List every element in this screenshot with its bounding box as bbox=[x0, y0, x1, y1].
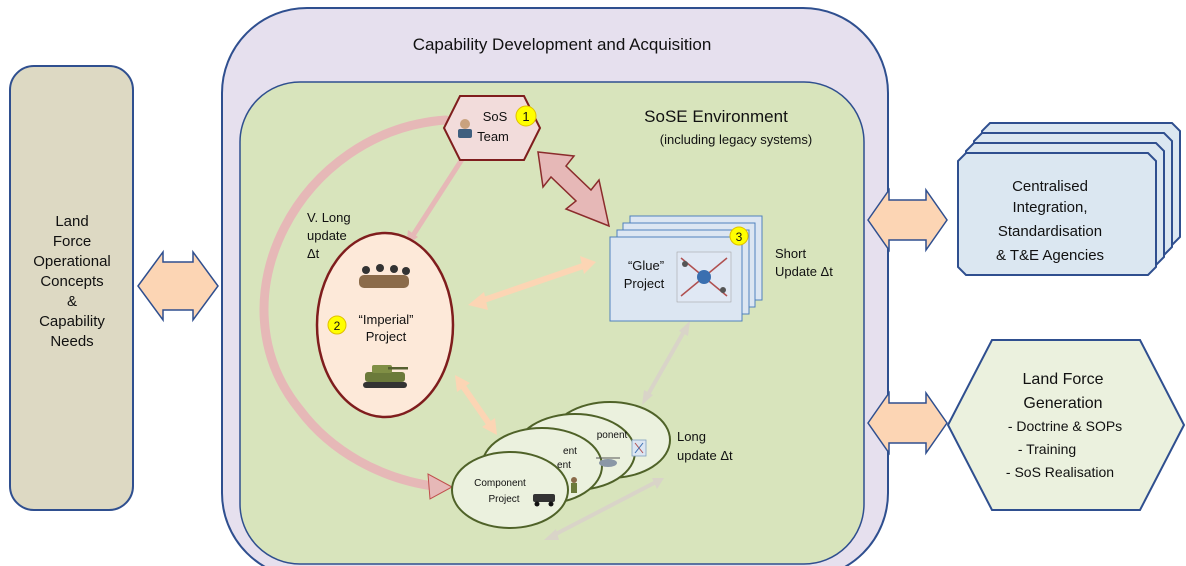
glue-project-text: “Glue” Project bbox=[624, 258, 665, 291]
svg-text:“Imperial”: “Imperial” bbox=[359, 312, 414, 327]
land-force-concepts-text: Land Force Operational Concepts & Capabi… bbox=[33, 213, 111, 350]
component-project-text: Component Project bbox=[474, 478, 526, 505]
svg-text:Force: Force bbox=[53, 233, 91, 250]
badge-1 bbox=[515, 105, 537, 127]
imperial-project-ellipse bbox=[315, 231, 455, 419]
svg-text:- Training: - Training bbox=[1018, 441, 1076, 457]
imperial-project-text: “Imperial” Project bbox=[359, 312, 414, 344]
svg-text:Component: Component bbox=[474, 478, 526, 489]
svg-text:Project: Project bbox=[624, 276, 665, 291]
svg-text:Generation: Generation bbox=[1023, 395, 1102, 412]
component-fragment-3: ent bbox=[557, 460, 571, 471]
svg-text:Project: Project bbox=[488, 494, 519, 505]
svg-text:Capability: Capability bbox=[39, 313, 105, 330]
centralised-agencies-stack bbox=[957, 122, 1181, 276]
concepts-double-arrow bbox=[137, 249, 219, 323]
badge-3 bbox=[729, 226, 749, 246]
component-fragment-2: ent bbox=[563, 446, 577, 457]
svg-text:Concepts: Concepts bbox=[40, 273, 103, 290]
svg-text:update: update bbox=[307, 228, 347, 243]
svg-text:& T&E Agencies: & T&E Agencies bbox=[996, 247, 1104, 264]
force-generation-double-arrow bbox=[867, 390, 948, 456]
svg-text:Needs: Needs bbox=[50, 333, 93, 350]
svg-text:Long: Long bbox=[677, 429, 706, 444]
badge-3-label: 3 bbox=[736, 230, 743, 244]
sos-team-hexagon bbox=[442, 95, 542, 161]
short-update-label: Short Update Δt bbox=[775, 246, 833, 279]
svg-text:Land: Land bbox=[55, 213, 88, 230]
svg-text:Land Force: Land Force bbox=[1023, 371, 1104, 388]
sos-team-text: SoS Team bbox=[477, 109, 509, 144]
force-generation-hexagon bbox=[946, 339, 1186, 511]
component-icons bbox=[533, 439, 647, 507]
svg-text:- Doctrine & SOPs: - Doctrine & SOPs bbox=[1008, 418, 1122, 434]
link-arrows bbox=[406, 144, 690, 540]
sose-environment-subtitle: (including legacy systems) bbox=[660, 132, 812, 147]
long-update-label: Long update Δt bbox=[677, 429, 733, 463]
vlong-update-label: V. Long update Δt bbox=[307, 210, 351, 261]
svg-text:Short: Short bbox=[775, 246, 806, 261]
svg-text:&: & bbox=[67, 293, 77, 310]
capability-development-title: Capability Development and Acquisition bbox=[413, 35, 712, 54]
svg-text:Project: Project bbox=[366, 329, 407, 344]
sose-environment-container bbox=[239, 81, 865, 565]
svg-text:“Glue”: “Glue” bbox=[628, 258, 664, 273]
svg-text:Δt: Δt bbox=[307, 246, 320, 261]
svg-text:Integration,: Integration, bbox=[1012, 199, 1087, 216]
land-force-concepts-box bbox=[9, 65, 134, 511]
vlong-curve-arrow bbox=[259, 115, 451, 492]
meeting-icon bbox=[359, 264, 410, 288]
badge-1-label: 1 bbox=[522, 109, 529, 124]
sose-environment-title: SoSE Environment bbox=[644, 107, 788, 126]
sos-glue-thick-arrow bbox=[537, 151, 611, 228]
network-icon bbox=[676, 251, 732, 303]
svg-text:SoS: SoS bbox=[483, 109, 508, 124]
svg-text:V. Long: V. Long bbox=[307, 210, 351, 225]
svg-text:Operational: Operational bbox=[33, 253, 111, 270]
svg-text:- SoS Realisation: - SoS Realisation bbox=[1006, 464, 1114, 480]
svg-text:Team: Team bbox=[477, 129, 509, 144]
svg-text:update Δt: update Δt bbox=[677, 448, 733, 463]
svg-text:Centralised: Centralised bbox=[1012, 178, 1088, 195]
svg-text:Standardisation: Standardisation bbox=[998, 223, 1102, 240]
badge-2-label: 2 bbox=[334, 319, 341, 333]
centralised-double-arrow bbox=[867, 187, 948, 253]
centralised-agencies-text: Centralised Integration, Standardisation… bbox=[996, 178, 1104, 264]
svg-text:Update Δt: Update Δt bbox=[775, 264, 833, 279]
badge-2 bbox=[327, 315, 347, 335]
sos-team-person-icon bbox=[458, 119, 472, 138]
component-fragment-1: ponent bbox=[597, 430, 628, 441]
force-generation-text: Land Force Generation - Doctrine & SOPs … bbox=[1006, 371, 1122, 480]
vlong-curve-arrowhead bbox=[427, 473, 454, 500]
tank-icon bbox=[363, 365, 408, 388]
